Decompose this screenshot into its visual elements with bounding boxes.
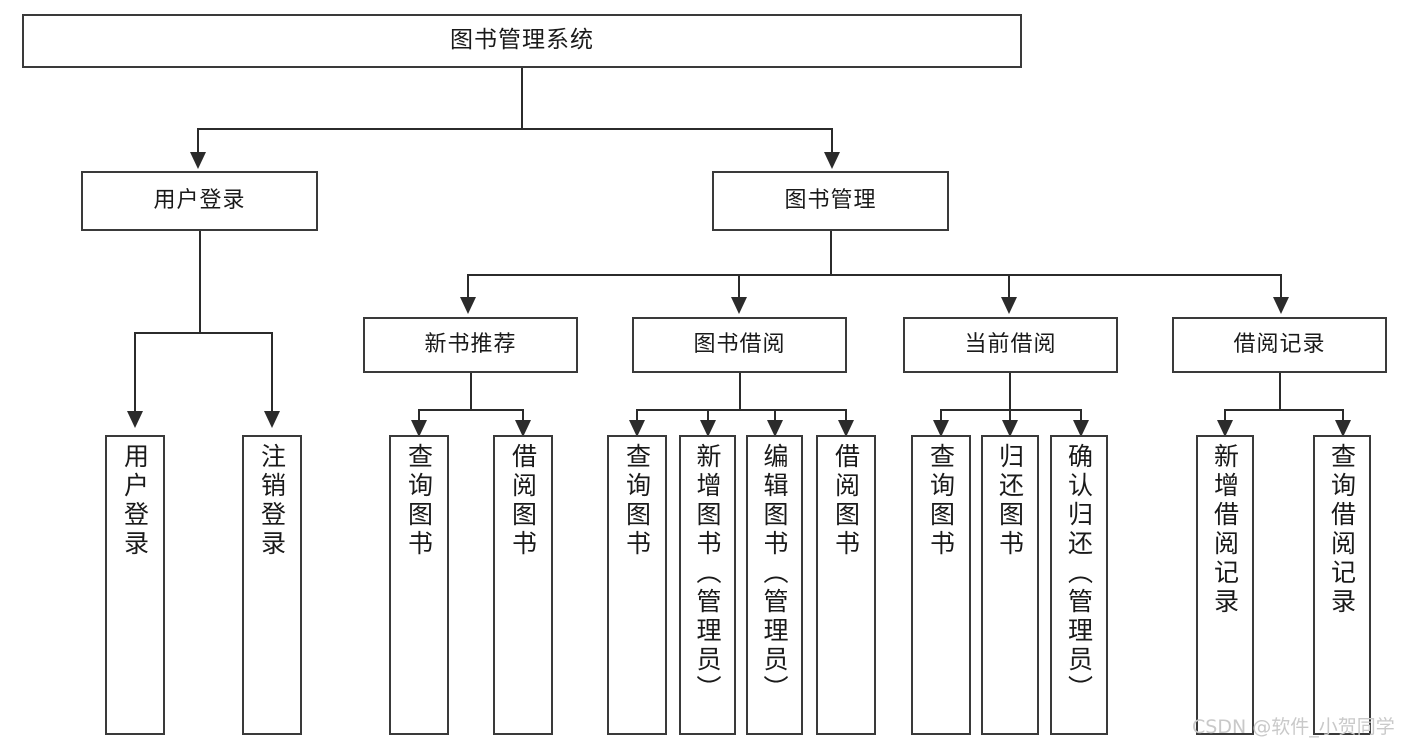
node-new-book-recommend[interactable]: 新书推荐 (363, 317, 578, 373)
connector-book-management-drop-3 (1008, 274, 1010, 298)
node-label: 当前借阅 (964, 332, 1057, 358)
leaf-user-login-login[interactable]: 用户登录 (105, 435, 165, 735)
connector-user-login-drop-1 (134, 332, 136, 412)
node-label: 用户登录 (153, 188, 246, 214)
connector-borrow-record-stem (1279, 373, 1281, 410)
connector-borrow-record-drop-1 (1224, 409, 1226, 421)
arrowhead-borrow-record-leaf-1 (1217, 420, 1233, 437)
connector-book-borrow-bus (636, 409, 845, 411)
leaf-current-borrow-query-book[interactable]: 查询图书 (911, 435, 971, 735)
node-label: 借阅图书 (831, 443, 861, 559)
node-label: 新增借阅记录 (1210, 443, 1240, 617)
leaf-user-login-logout[interactable]: 注销登录 (242, 435, 302, 735)
arrowhead-book-management-child-1 (460, 297, 476, 314)
node-label: 新增图书（管理员） (693, 443, 722, 704)
connector-book-management-drop-4 (1280, 274, 1282, 298)
node-user-login[interactable]: 用户登录 (81, 171, 318, 231)
connector-user-login-drop-2 (271, 332, 273, 412)
arrowhead-root-to-book-manage (824, 152, 840, 169)
node-label: 图书管理 (784, 188, 877, 214)
connector-current-borrow-stem (1009, 373, 1011, 410)
connector-book-borrow-drop-4 (845, 409, 847, 421)
arrowhead-user-login-leaf-1 (127, 411, 143, 428)
connector-current-borrow-drop-2 (1009, 409, 1011, 421)
connector-new-book-drop-2 (522, 409, 524, 421)
node-label: 查询图书 (926, 443, 956, 559)
node-label: 确认归还（管理员） (1064, 443, 1094, 704)
node-label: 查询借阅记录 (1327, 443, 1357, 617)
node-label: 编辑图书（管理员） (760, 443, 789, 704)
arrowhead-current-borrow-leaf-3 (1073, 420, 1089, 437)
connector-user-login-stem (199, 231, 201, 333)
connector-new-book-drop-1 (418, 409, 420, 421)
node-label: 图书管理系统 (450, 27, 594, 54)
arrowhead-book-management-child-3 (1001, 297, 1017, 314)
leaf-book-borrow-borrow-book[interactable]: 借阅图书 (816, 435, 876, 735)
arrowhead-book-borrow-leaf-3 (767, 420, 783, 437)
connector-book-borrow-drop-2 (707, 409, 709, 421)
connector-new-book-bus (418, 409, 522, 411)
connector-book-management-bus (467, 274, 1280, 276)
leaf-new-book-borrow-book[interactable]: 借阅图书 (493, 435, 553, 735)
node-current-borrow[interactable]: 当前借阅 (903, 317, 1118, 373)
leaf-borrow-record-query-record[interactable]: 查询借阅记录 (1313, 435, 1371, 735)
node-borrow-record[interactable]: 借阅记录 (1172, 317, 1387, 373)
csdn-watermark: CSDN @软件_小贺同学 (1192, 716, 1395, 738)
arrowhead-book-management-child-2 (731, 297, 747, 314)
arrowhead-user-login-leaf-2 (264, 411, 280, 428)
connector-new-book-stem (470, 373, 472, 410)
arrowhead-book-borrow-leaf-2 (700, 420, 716, 437)
arrowhead-current-borrow-leaf-1 (933, 420, 949, 437)
arrowhead-book-borrow-leaf-4 (838, 420, 854, 437)
node-root-system[interactable]: 图书管理系统 (22, 14, 1022, 68)
node-label: 注销登录 (257, 443, 287, 559)
connector-root-to-user-login (197, 128, 199, 153)
leaf-new-book-query-book[interactable]: 查询图书 (389, 435, 449, 735)
connector-user-login-bus (134, 332, 271, 334)
connector-book-borrow-stem (739, 373, 741, 410)
arrowhead-borrow-record-leaf-2 (1335, 420, 1351, 437)
connector-current-borrow-drop-1 (940, 409, 942, 421)
arrowhead-new-book-leaf-1 (411, 420, 427, 437)
node-label: 用户登录 (120, 443, 150, 559)
connector-borrow-record-bus (1224, 409, 1342, 411)
node-book-management[interactable]: 图书管理 (712, 171, 949, 231)
arrowhead-current-borrow-leaf-2 (1002, 420, 1018, 437)
connector-root-bus (197, 128, 831, 130)
connector-current-borrow-drop-3 (1080, 409, 1082, 421)
connector-book-borrow-drop-3 (774, 409, 776, 421)
node-label: 新书推荐 (424, 332, 517, 358)
leaf-book-borrow-query-book[interactable]: 查询图书 (607, 435, 667, 735)
node-label: 查询图书 (404, 443, 434, 559)
node-label: 图书借阅 (693, 332, 786, 358)
leaf-current-borrow-return-book[interactable]: 归还图书 (981, 435, 1039, 735)
connector-root-to-book-manage (831, 128, 833, 153)
node-label: 归还图书 (995, 443, 1025, 559)
leaf-borrow-record-add-record[interactable]: 新增借阅记录 (1196, 435, 1254, 735)
leaf-book-borrow-add-book[interactable]: 新增图书（管理员） (679, 435, 736, 735)
leaf-current-borrow-confirm-return[interactable]: 确认归还（管理员） (1050, 435, 1108, 735)
arrowhead-root-to-user-login (190, 152, 206, 169)
node-label: 查询图书 (622, 443, 652, 559)
connector-book-management-drop-2 (738, 274, 740, 298)
arrowhead-new-book-leaf-2 (515, 420, 531, 437)
connector-book-management-drop-1 (467, 274, 469, 298)
connector-book-management-stem (830, 231, 832, 275)
node-label: 借阅图书 (508, 443, 538, 559)
connector-borrow-record-drop-2 (1342, 409, 1344, 421)
arrowhead-book-management-child-4 (1273, 297, 1289, 314)
connector-book-borrow-drop-1 (636, 409, 638, 421)
node-book-borrow[interactable]: 图书借阅 (632, 317, 847, 373)
arrowhead-book-borrow-leaf-1 (629, 420, 645, 437)
connector-root-stem (521, 68, 523, 129)
leaf-book-borrow-edit-book[interactable]: 编辑图书（管理员） (746, 435, 803, 735)
node-label: 借阅记录 (1233, 332, 1326, 358)
